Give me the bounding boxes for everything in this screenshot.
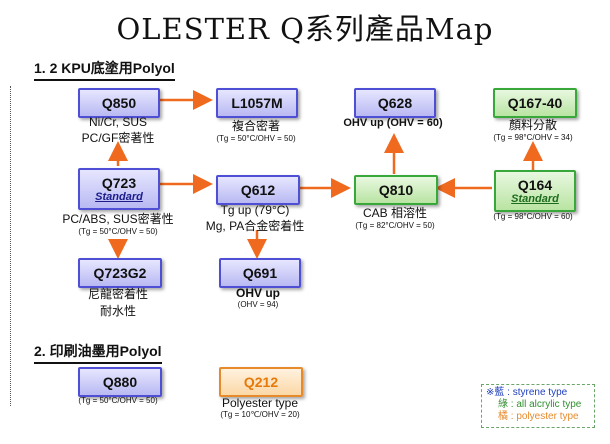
node-q612: Q612: [216, 175, 300, 205]
node-q167-40: Q167-40: [493, 88, 577, 118]
caption-q723: PC/ABS, SUS密著性 (Tg = 50°C/OHV = 50): [62, 212, 174, 236]
caption-q810: CAB 相溶性 (Tg = 82°C/OHV = 50): [355, 206, 435, 230]
legend-styrene: ※藍 : styrene type: [486, 387, 568, 398]
caption-q723g2: 尼龍密着性 耐水性: [87, 287, 148, 318]
caption-q691: OHV up (OHV = 94): [236, 286, 280, 309]
caption-q628: OHV up (OHV = 60): [343, 117, 443, 129]
caption-q167-40: 顏料分散 (Tg = 98°C/OHV = 34): [493, 118, 573, 142]
node-q212: Q212: [219, 367, 303, 397]
page-title: OLESTER Q系列產品Map: [116, 12, 494, 46]
caption-q212: Polyester type (Tg = 10℃/OHV = 20): [220, 396, 300, 419]
legend-acrylic: 綠 : all alcrylic type: [498, 399, 582, 410]
caption-l1057m: 複合密著 (Tg = 50°C/OHV = 50): [216, 119, 296, 143]
section-2-heading: 2. 印刷油墨用Polyol: [34, 341, 162, 364]
caption-q612: Tg up (79°C) Mg, PA合金密着性: [205, 203, 305, 233]
color-legend: ※藍 : styrene type 綠 : all alcrylic type …: [481, 384, 595, 428]
node-q691: Q691: [219, 258, 301, 288]
legend-polyester: 橘 : polyester type: [498, 411, 579, 422]
node-q164: Q164 Standard: [494, 170, 576, 212]
caption-q850: Ni/Cr, SUS PC/GF密著性: [81, 115, 155, 145]
node-q723g2: Q723G2: [78, 258, 162, 288]
left-dotted-divider: [10, 86, 15, 406]
section-1-heading: 1. 2 KPU底塗用Polyol: [34, 58, 175, 81]
node-q880: Q880: [78, 367, 162, 397]
node-q723: Q723 Standard: [78, 168, 160, 210]
caption-q880: (Tg = 50°C/OHV = 50): [78, 396, 158, 405]
node-q810: Q810: [354, 175, 438, 205]
node-q850: Q850: [78, 88, 160, 118]
node-l1057m: L1057M: [216, 88, 298, 118]
caption-q164: (Tg = 98°C/OHV = 60): [493, 212, 573, 221]
node-q628: Q628: [354, 88, 436, 118]
